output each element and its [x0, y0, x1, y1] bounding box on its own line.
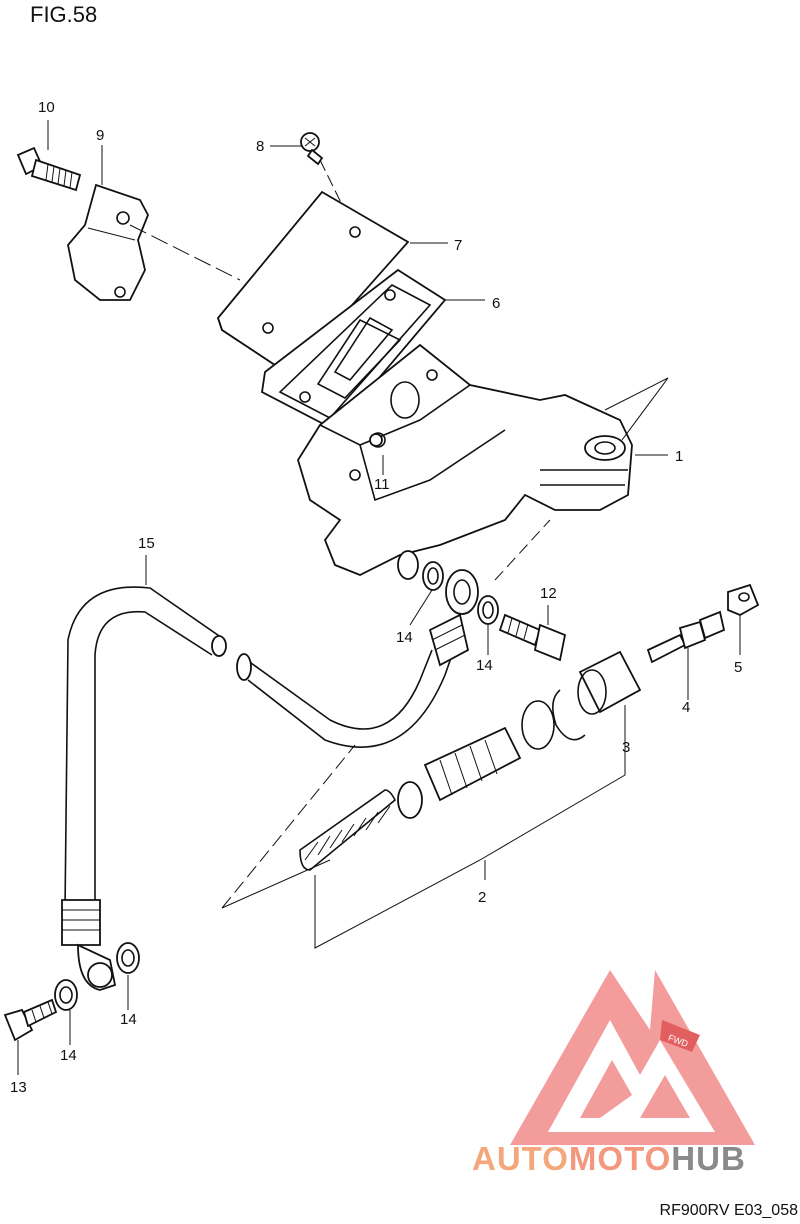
callout-14-c: 14	[120, 1011, 137, 1028]
part-15-hose	[61, 569, 479, 991]
part-6-diaphragm	[261, 268, 447, 432]
callout-3: 3	[622, 739, 630, 756]
callout-14-d: 14	[60, 1047, 77, 1064]
watermark-logo: FWD	[510, 970, 755, 1145]
callout-12: 12	[540, 585, 557, 602]
figure-title: FIG.58	[30, 2, 98, 27]
callout-6: 6	[492, 295, 500, 312]
part-4-push-rod	[646, 610, 726, 664]
part-2-piston-spring	[221, 519, 626, 949]
callout-labels: 1 2 3 4 5 6 7 8 9 10 11 12 13 14 14 14 1…	[10, 99, 742, 1096]
callout-9: 9	[96, 127, 104, 144]
callout-13: 13	[10, 1079, 27, 1096]
part-5-boot	[727, 583, 760, 616]
figure-code: RF900RV E03_058	[659, 1202, 798, 1219]
part-3-piston-cup	[521, 650, 642, 750]
callout-2: 2	[478, 889, 486, 906]
watermark-brand: AUTOMOTOHUB	[472, 1140, 746, 1178]
fwd-arrow-icon	[660, 1020, 700, 1052]
callout-5: 5	[734, 659, 742, 676]
part-12-bolt	[498, 613, 567, 662]
callout-4: 4	[682, 699, 690, 716]
brand-auto: AUTO	[472, 1140, 569, 1177]
callout-14-b: 14	[476, 657, 493, 674]
brand-hub: HUB	[671, 1140, 746, 1177]
callout-15: 15	[138, 535, 155, 552]
brand-moto: MOTO	[568, 1140, 672, 1177]
part-9-clamp	[67, 183, 241, 301]
callout-1: 1	[675, 448, 683, 465]
callout-8: 8	[256, 138, 264, 155]
callout-10: 10	[38, 99, 55, 116]
leader-lines	[17, 120, 741, 1075]
callout-14-a: 14	[396, 629, 413, 646]
callout-11: 11	[374, 476, 390, 493]
callout-7: 7	[454, 237, 462, 254]
part-11-screw	[369, 433, 383, 447]
part-10-bolt	[16, 146, 82, 192]
part-14-washers	[54, 561, 499, 1011]
part-1-master-cylinder	[297, 343, 669, 580]
part-13-bolt	[3, 998, 58, 1042]
